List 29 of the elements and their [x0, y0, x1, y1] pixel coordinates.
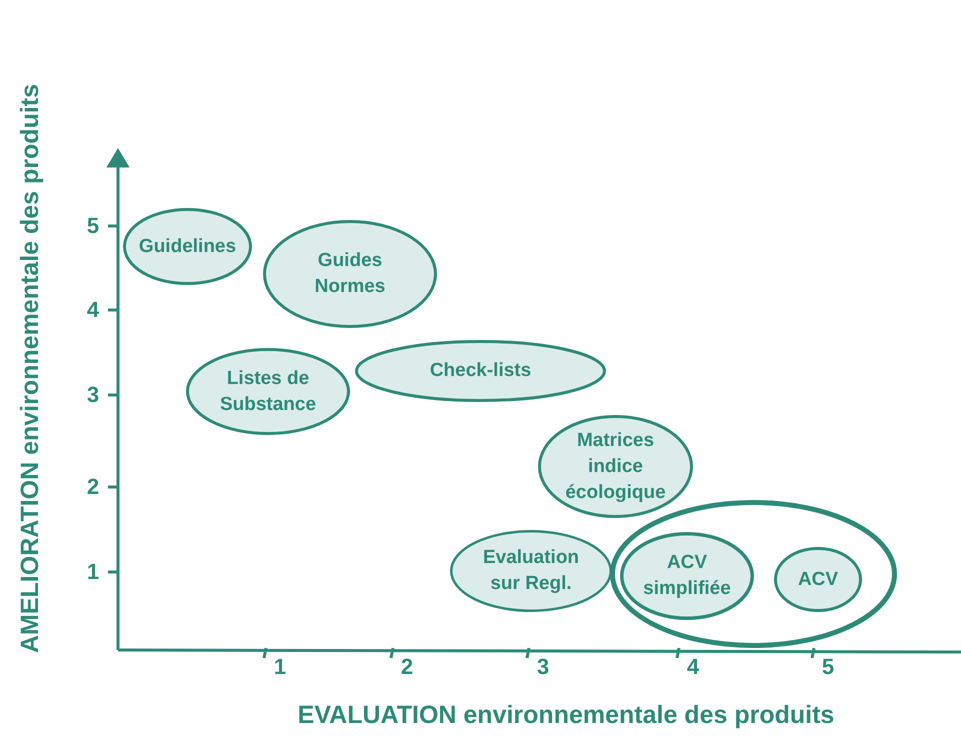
method-label: Matrices indice écologique	[564, 428, 667, 504]
grouping-ellipse	[610, 500, 897, 648]
method-label: Evaluation sur Regl.	[482, 546, 580, 596]
method-label: Listes de Substance	[218, 366, 318, 416]
method-bubble	[123, 208, 252, 285]
axis-title: EVALUATION environnementale des produits	[298, 700, 834, 730]
method-label: ACV	[796, 568, 840, 592]
method-bubble	[620, 532, 754, 620]
axis-title: AMELIORATION environnementale des produits	[16, 83, 46, 653]
method-bubble	[538, 415, 693, 518]
method-bubble	[355, 340, 606, 402]
tick-label: 3	[86, 382, 100, 408]
method-bubble	[774, 547, 862, 612]
method-bubble	[186, 348, 350, 435]
method-label: Guidelines	[138, 234, 238, 258]
tick-label: 5	[822, 654, 834, 680]
tick-label: 2	[400, 654, 414, 680]
tick-label: 2	[86, 474, 100, 500]
method-label: Guides Normes	[314, 249, 386, 299]
method-bubble	[450, 530, 612, 612]
method-label: Check-lists	[428, 359, 532, 383]
method-bubble	[263, 220, 437, 328]
method-label: ACV simplifiée	[642, 551, 732, 601]
tick-label: 1	[274, 654, 286, 680]
tick-label: 3	[536, 654, 550, 680]
tick-label: 1	[86, 559, 100, 585]
tick-label: 4	[686, 654, 700, 680]
tick-label: 5	[86, 213, 100, 239]
tick-label: 4	[86, 297, 100, 323]
